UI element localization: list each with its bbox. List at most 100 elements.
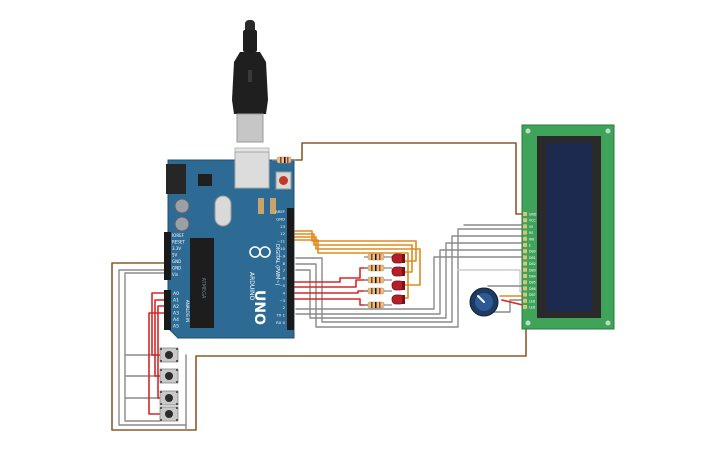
wire-d12-lcd[interactable] <box>295 235 528 323</box>
power-pin-label: RESET <box>172 240 185 245</box>
resistor-4[interactable] <box>364 287 392 295</box>
wire-red-d7[interactable] <box>291 267 369 283</box>
wire-red-a2[interactable] <box>157 305 169 399</box>
wire-gnd-loop[interactable] <box>111 262 527 431</box>
lcd-pin[interactable] <box>523 286 527 291</box>
lcd-pin[interactable] <box>523 224 527 229</box>
lcd-pin[interactable] <box>523 230 527 235</box>
wire-pot-a[interactable] <box>457 269 528 293</box>
led-3[interactable] <box>391 280 405 291</box>
digital-header[interactable] <box>287 208 294 330</box>
power-pin-label: GND <box>172 259 181 264</box>
wire-5v-rail[interactable] <box>118 269 187 426</box>
led-2[interactable] <box>391 266 405 277</box>
voltage-regulator <box>198 174 212 186</box>
capacitor-2 <box>174 216 190 232</box>
analog-header[interactable] <box>164 290 171 330</box>
lcd-pin-label: VCC <box>529 219 536 223</box>
lcd-pin-label: RS <box>529 231 533 235</box>
wire-red-d6[interactable] <box>291 279 369 288</box>
lcd-pin[interactable] <box>523 267 527 272</box>
push-button-2[interactable] <box>159 368 179 384</box>
board-brand: ARDUINO <box>248 272 255 301</box>
lcd-pin[interactable] <box>523 236 527 241</box>
lcd-pin-label: DB4 <box>529 275 536 279</box>
lcd-pin[interactable] <box>523 212 527 216</box>
chip-label: ATMEGA <box>200 278 206 299</box>
wire-red-d5[interactable] <box>291 290 369 294</box>
potentiometer[interactable] <box>469 287 499 317</box>
power-pin-label: 3.3V <box>172 246 181 251</box>
lcd-mount-hole-2 <box>605 128 611 134</box>
lcd-pin[interactable] <box>523 255 527 260</box>
lcd-pin[interactable] <box>523 280 527 285</box>
lcd-pin-label: DB6 <box>529 287 536 291</box>
digital-pin-label: 2 <box>283 305 286 310</box>
push-button-1[interactable] <box>159 347 179 363</box>
lcd-pin[interactable] <box>523 298 527 303</box>
wire-red-d3[interactable] <box>291 298 369 306</box>
lcd-pins: GNDVCCV0RSRWEDB0DB1DB2DB3DB4DB5DB6DB7LED… <box>523 212 537 310</box>
digital-pin-label: ~10 <box>277 246 286 251</box>
analog-pin-label-a4: A4 <box>173 317 179 323</box>
push-button-4[interactable] <box>159 406 179 422</box>
lcd-screen <box>546 143 592 311</box>
power-header[interactable] <box>164 232 171 280</box>
lcd-pin-label: DB1 <box>529 256 536 260</box>
wire-pot-c[interactable] <box>485 299 528 313</box>
led-1[interactable] <box>391 253 405 264</box>
lcd-pin-label: DB3 <box>529 268 536 272</box>
wire-lcd-gnd[interactable] <box>287 142 528 215</box>
power-pin-label: Vin <box>172 272 179 277</box>
lcd-pin[interactable] <box>523 249 527 254</box>
board-model: UNO <box>251 290 267 325</box>
lcd-pin-label: DB0 <box>529 250 536 254</box>
wire-red-a0[interactable] <box>151 292 169 356</box>
lcd-pin[interactable] <box>523 218 527 223</box>
digital-pin-label: GND <box>276 216 285 221</box>
resistor-1[interactable] <box>364 253 392 261</box>
analog-pin-label-a2: A2 <box>173 304 179 310</box>
resistor-2[interactable] <box>364 264 392 272</box>
wire-orange-4[interactable] <box>291 239 409 299</box>
digital-pin-label: RX 0 <box>276 320 285 325</box>
arduino-board[interactable]: ATMEGA ARDUINO UNO DIGITAL (PWM~) ANALOG… <box>164 151 295 339</box>
resistor-3[interactable] <box>364 276 392 284</box>
analog-pin-label-a0: A0 <box>173 291 179 297</box>
lcd-pin-label: LED <box>529 299 536 303</box>
lcd-pin[interactable] <box>523 274 527 278</box>
lcd-pin-label: DB7 <box>529 293 536 297</box>
digital-pin-label: 7 <box>283 268 286 273</box>
capacitor-1 <box>174 198 190 214</box>
wire-d5-lcd[interactable] <box>295 249 528 315</box>
digital-pin-label: 4 <box>283 290 286 295</box>
wire-d10-lcd[interactable] <box>295 242 528 319</box>
wire-orange-1[interactable] <box>291 230 417 262</box>
wire-orange-2[interactable] <box>291 233 413 273</box>
board-resistor-1 <box>258 198 264 214</box>
resistor-5[interactable] <box>364 301 392 309</box>
wire-red-a3[interactable] <box>148 312 169 415</box>
power-pin-label: IOREF <box>172 233 185 238</box>
lcd-pin-label: E <box>529 244 531 248</box>
lcd-pin[interactable] <box>523 305 527 309</box>
lcd-pin[interactable] <box>523 261 527 266</box>
wire-d4-lcd[interactable] <box>295 256 528 310</box>
digital-pin-label: ~11 <box>277 239 286 244</box>
lcd-mount-hole-1 <box>525 128 531 134</box>
lcd-pin-label: V0 <box>529 225 533 229</box>
resistor-top[interactable] <box>272 156 296 164</box>
digital-pin-label: 13 <box>280 224 285 229</box>
led-4[interactable] <box>391 294 405 305</box>
lcd-pin[interactable] <box>523 292 527 297</box>
lcd-display[interactable]: GNDVCCV0RSRWEDB0DB1DB2DB3DB4DB5DB6DB7LED… <box>521 124 615 330</box>
push-button-3[interactable] <box>159 390 179 406</box>
wire-orange-3[interactable] <box>291 236 421 286</box>
resistors <box>364 253 392 309</box>
wire-gray-a[interactable] <box>124 272 169 422</box>
lcd-pin[interactable] <box>523 243 527 247</box>
wire-d11-lcd[interactable] <box>295 228 528 328</box>
